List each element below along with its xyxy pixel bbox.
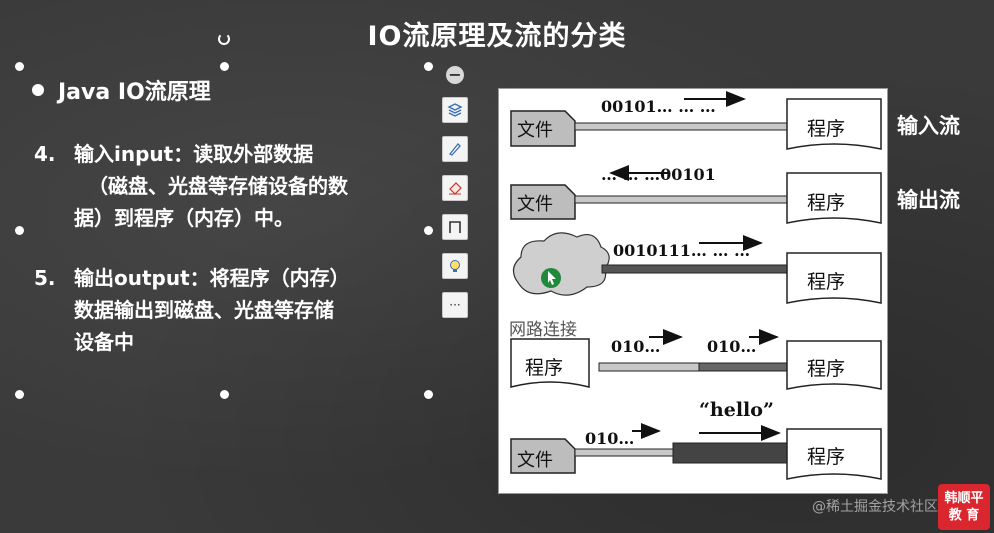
resize-handle[interactable]	[424, 390, 433, 399]
diagram-row-input	[510, 91, 882, 150]
layers-icon[interactable]	[442, 97, 468, 123]
bullet-text: Java IO流原理	[58, 80, 211, 105]
logo-line: 教 育	[948, 508, 980, 523]
rotate-handle-icon[interactable]	[218, 33, 230, 45]
item-number: 5.	[34, 266, 56, 290]
collapse-button[interactable]: −	[446, 66, 464, 84]
logo-line: 韩顺平	[944, 491, 984, 506]
program-label: 程序	[807, 358, 846, 380]
crop-icon[interactable]	[442, 214, 468, 240]
resize-handle[interactable]	[220, 390, 229, 399]
resize-handle[interactable]	[424, 62, 433, 71]
program-label: 程序	[807, 271, 846, 293]
item-number: 4.	[34, 142, 56, 166]
hello-text: “hello”	[699, 399, 774, 421]
bulb-icon[interactable]	[442, 253, 468, 279]
input-stream-label: 输入流	[897, 114, 960, 138]
item-output: 5. 输出output：将程序（内存） 数据输出到磁盘、光盘等存储 设备中	[34, 262, 350, 358]
network-label: 网路连接	[509, 320, 577, 340]
diagram-row-output	[510, 165, 882, 224]
io-stream-diagram: 文件 程序 00101… … … 文件 程序 … … …00101 程序 001…	[498, 88, 888, 494]
diagram-row-program	[510, 329, 882, 390]
data-text: 010…	[611, 337, 661, 356]
resize-handle[interactable]	[15, 62, 24, 71]
data-text: 010…	[707, 337, 757, 356]
program-label: 程序	[807, 118, 846, 140]
item-input: 4. 输入input：读取外部数据 （磁盘、光盘等存储设备的数 据）到程序（内存）…	[34, 138, 348, 234]
data-text: … … …00101	[601, 165, 716, 184]
data-text: 010…	[585, 429, 635, 448]
file-label: 文件	[517, 450, 553, 471]
program-label: 程序	[525, 357, 564, 379]
resize-handle[interactable]	[15, 226, 24, 235]
output-stream-label: 输出流	[897, 188, 960, 212]
item-line: 据）到程序（内存）中。	[74, 206, 294, 230]
file-label: 文件	[517, 194, 553, 215]
program-label: 程序	[807, 192, 846, 214]
bullet-dot-icon	[32, 84, 44, 96]
brand-logo: 韩顺平 教 育	[938, 484, 990, 530]
bullet-heading: Java IO流原理	[30, 74, 211, 106]
slide-title: IO流原理及流的分类	[367, 21, 627, 52]
more-icon[interactable]: ···	[442, 292, 468, 318]
text-selection-box[interactable]	[15, 62, 433, 399]
data-text: 00101… … …	[601, 97, 716, 116]
eraser-icon[interactable]	[442, 175, 468, 201]
data-text: 0010111… … …	[613, 241, 751, 260]
item-line: （磁盘、光盘等存储设备的数	[88, 174, 348, 198]
watermark-text: @稀土掘金技术社区	[812, 499, 938, 515]
item-line: 设备中	[74, 330, 134, 354]
diagram-svg	[510, 91, 882, 480]
pen-icon[interactable]	[442, 136, 468, 162]
item-line: 数据输出到磁盘、光盘等存储	[74, 298, 334, 322]
file-label: 文件	[517, 120, 553, 141]
resize-handle[interactable]	[15, 390, 24, 399]
pen-toolbar: − ···	[442, 66, 468, 318]
resize-handle[interactable]	[220, 62, 229, 71]
item-line: 输入input：读取外部数据	[74, 142, 314, 166]
diagram-row-hello	[510, 423, 882, 480]
resize-handle[interactable]	[424, 226, 433, 235]
program-label: 程序	[807, 446, 846, 468]
diagram-row-network	[512, 232, 882, 304]
item-line: 输出output：将程序（内存）	[74, 266, 350, 290]
